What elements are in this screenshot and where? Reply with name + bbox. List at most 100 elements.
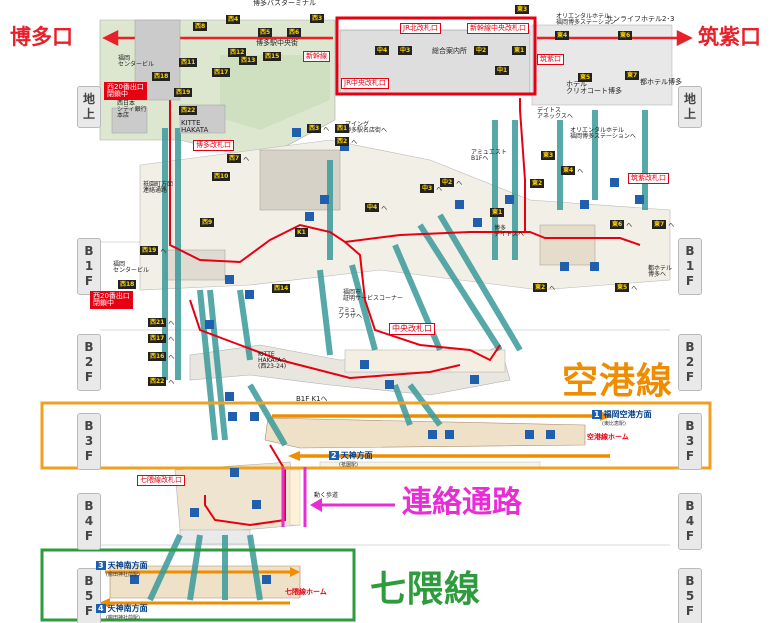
exit-e4: 東4 xyxy=(555,31,570,40)
nishi20-closed-top: 西20番出口 閉鎖中 xyxy=(104,82,147,100)
shinkansen-small-gate: 新幹線 xyxy=(303,51,330,62)
exit-w6: 西6 xyxy=(287,28,302,37)
exit-w18: 西18 xyxy=(152,72,171,81)
exit-c1: 中1 xyxy=(495,66,510,75)
exit-e1-b1: 東1 xyxy=(490,208,505,217)
exit-w13: 西13 xyxy=(239,56,258,65)
oriental-hotel-mid: オリエンタルホテル 福岡博多ステーションへ xyxy=(570,127,636,140)
shinkansen-chuo-gate: 新幹線中央改札口 xyxy=(467,23,529,34)
exit-e3-b1: 東3 xyxy=(541,151,556,160)
moving-walkway: 動く歩道 xyxy=(314,492,339,499)
gion-passage: 祇園町方面 連絡通路 xyxy=(143,181,174,194)
fukuoka-center-bottom: 福岡 センタービル xyxy=(113,261,150,274)
fukuoka-city-service: 福岡市 証明サービスコーナー xyxy=(343,289,404,302)
chikushi-exit-label: 筑紫口 xyxy=(698,25,761,49)
exit-w22: 西22 xyxy=(179,106,198,115)
connection-label: 連絡通路 xyxy=(402,485,522,520)
exit-e3: 東3 xyxy=(515,5,530,14)
oriental-hotel-top: オリエンタルホテル 福岡博多ステーション xyxy=(556,13,616,26)
miyako-hotel: 都ホテル博多 xyxy=(640,78,682,86)
exit-w3: 西3 xyxy=(310,14,325,23)
exit-w17: 西17 xyxy=(212,68,231,77)
nishinihon-city-bank: 西日本 シティ銀行 本店 xyxy=(117,100,147,119)
hakata-gate: 博多改札口 xyxy=(193,140,234,151)
exit-e5: 東5 xyxy=(578,73,593,82)
exit-w8: 西8 xyxy=(193,22,208,31)
deitos-annex: デイトス アネックスへ xyxy=(537,107,573,120)
jr-gate-frame xyxy=(335,16,537,96)
exit-e2-b1: 東2 xyxy=(530,179,545,188)
exit-c2: 中2 xyxy=(474,46,489,55)
jr-north-gate: JR北改札口 xyxy=(400,23,441,34)
exit-k1: K1 xyxy=(295,228,308,237)
amu-plaza: アミュ プラザへ xyxy=(338,307,363,320)
nanakuma-platform-label: 七隈線ホーム xyxy=(285,588,327,596)
nanakuma-gate: 七隈線改札口 xyxy=(137,475,185,486)
exit-w1: 西1 xyxy=(335,124,350,133)
nishi20-closed-bottom: 西20番出口 閉鎖中 xyxy=(90,291,133,309)
b1f-k1-label: B1F K1へ xyxy=(296,395,328,403)
floor-tag-ground-right: 地上 xyxy=(678,86,702,128)
connection-passage xyxy=(281,467,395,527)
exit-e6: 東6 xyxy=(618,31,633,40)
airport-line-label: 空港線 xyxy=(562,361,674,402)
jr-chuo-gate: JR中央改札口 xyxy=(341,78,389,89)
exit-e1: 東1 xyxy=(512,46,527,55)
exit-c4: 中4 xyxy=(375,46,390,55)
accessible-route xyxy=(169,95,641,527)
exit-w19: 西19 xyxy=(174,88,193,97)
chikushi-small-gate: 筑紫口 xyxy=(537,54,564,65)
miyako-hotel-b1: 都ホテル 博多へ xyxy=(648,265,673,278)
exit-w14: 西14 xyxy=(272,284,291,293)
chuo-gate: 中央改札口 xyxy=(389,323,435,335)
sogo-annai: 総合案内所 xyxy=(432,47,467,55)
exit-e7: 東7 xyxy=(625,71,640,80)
mying: マイング 博多駅名店街へ xyxy=(345,121,388,134)
nanakuma-line-frame xyxy=(40,548,356,622)
exit-w15: 西15 xyxy=(263,52,282,61)
hotel-cricourt: ホテル クリオコート博多 xyxy=(566,80,622,95)
exit-w12: 西12 xyxy=(228,48,247,57)
exit-c3: 中3 xyxy=(398,46,413,55)
kitte-hakata-b2: KITTE HAKATAへ (西23-24) xyxy=(258,351,288,370)
hakata-bus-terminal: 博多バスターミナル xyxy=(253,0,316,7)
hakata-exit-label: 博多口 xyxy=(10,25,73,49)
facility-icons xyxy=(130,128,644,584)
hakata-deitos: 博多 デイトスへ xyxy=(494,225,525,238)
sunlife-hotel: サンライフホテル2･3 xyxy=(606,15,675,23)
amu-est: アミュエスト B1Fへ xyxy=(471,149,507,162)
b2f-area xyxy=(189,344,511,396)
floor-tag-ground-left: 地上 xyxy=(77,86,101,128)
kitte-hakata-top: KITTE HAKATA xyxy=(181,119,209,134)
fukuoka-center-top: 福岡 センタービル xyxy=(118,55,155,68)
exit-w10: 西10 xyxy=(212,172,231,181)
